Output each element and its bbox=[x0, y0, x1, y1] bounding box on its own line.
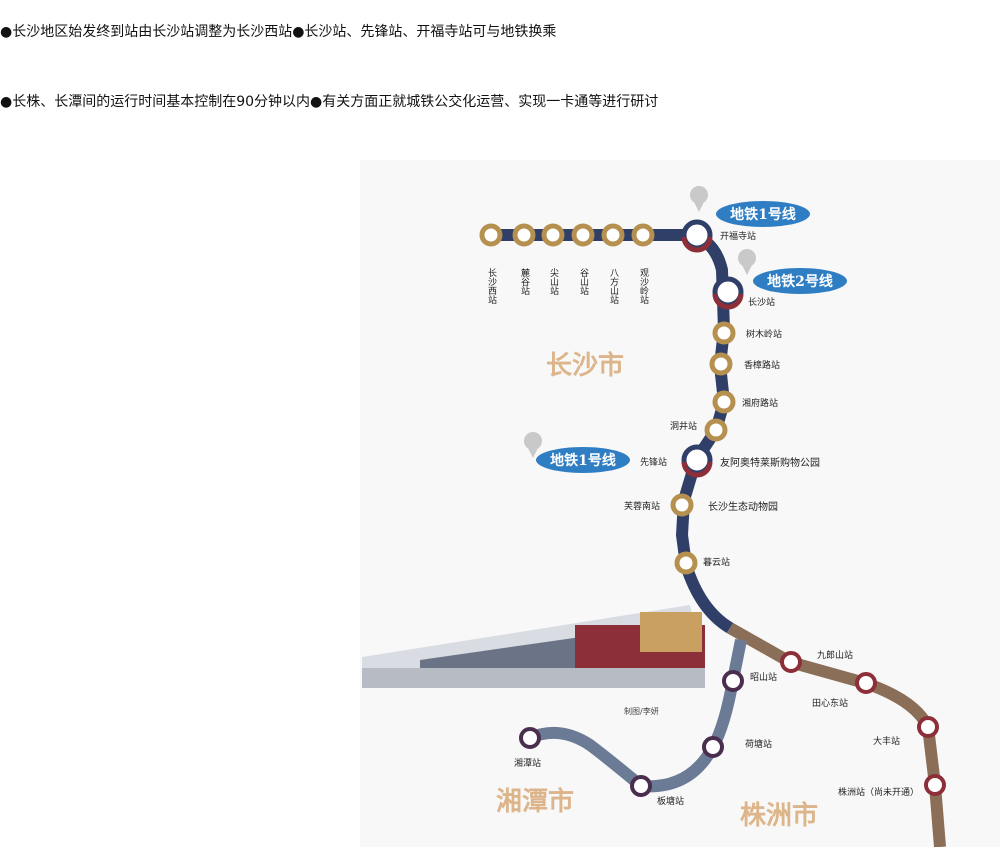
metro-pin-xianfeng bbox=[524, 432, 542, 458]
metro-tag-kaifusi: 地铁1号线 bbox=[716, 201, 810, 227]
station-label-tianxin-east: 田心东站 bbox=[812, 697, 848, 709]
svg-text:地铁1号线: 地铁1号线 bbox=[550, 452, 616, 469]
station-label-xiangzhang: 香樟路站 bbox=[744, 359, 780, 371]
station-dots-branches bbox=[519, 651, 946, 797]
transfer-station-changsha bbox=[712, 276, 744, 310]
station-label-guanshaling: 观沙岭站 bbox=[638, 268, 649, 305]
station-label-muyun: 暮云站 bbox=[703, 556, 730, 568]
station-label-bantang: 板塘站 bbox=[657, 795, 684, 807]
station-label-jianshan: 尖山站 bbox=[548, 267, 559, 296]
station-dots-top-row bbox=[479, 223, 655, 247]
station-label-xiangtan: 湘潭站 bbox=[514, 757, 541, 769]
metro-tag-xianfeng: 地铁1号线 bbox=[536, 447, 630, 473]
station-label-bafangshan: 八方山站 bbox=[608, 268, 619, 305]
station-label-lugu: 麓谷站 bbox=[519, 267, 530, 296]
station-label-gushan: 谷山站 bbox=[578, 268, 589, 296]
station-label-furong-south: 芙蓉南站 bbox=[624, 500, 660, 512]
headline-travel-time: ●长株、长潭间的运行时间基本控制在90分钟以内●有关方面正就城铁公交化运营、实现… bbox=[0, 94, 659, 110]
svg-text:地铁1号线: 地铁1号线 bbox=[730, 206, 796, 223]
station-label-xianfeng: 先锋站 bbox=[640, 456, 667, 468]
station-label-shumuling: 树木岭站 bbox=[746, 328, 782, 340]
station-label-changsha-west: 长沙西站 bbox=[486, 267, 497, 305]
station-label-zhaoshan: 昭山站 bbox=[750, 671, 777, 683]
station-label-changsha: 长沙站 bbox=[748, 296, 775, 308]
metro-pin-kaifusi bbox=[690, 186, 708, 212]
station-label-xiangfu: 湘府路站 bbox=[742, 397, 778, 409]
station-label-dongjing: 洞井站 bbox=[670, 420, 697, 432]
transfer-station-kaifusi bbox=[681, 219, 713, 253]
landmark-zoo: 长沙生态动物园 bbox=[708, 500, 778, 513]
station-label-dafeng: 大丰站 bbox=[873, 735, 900, 747]
train-photo bbox=[362, 605, 705, 688]
city-label-zhuzhou: 株洲市 bbox=[740, 800, 818, 831]
station-label-hetang: 荷塘站 bbox=[745, 738, 772, 750]
metro-tag-changsha: 地铁2号线 bbox=[753, 268, 847, 294]
transfer-station-xianfeng bbox=[681, 444, 713, 478]
city-label-xiangtan: 湘潭市 bbox=[496, 786, 574, 817]
headline-transfer-info: ●长沙地区始发终到站由长沙站调整为长沙西站●长沙站、先锋站、开福寺站可与地铁换乘 bbox=[0, 24, 557, 40]
map-credit: 制图/李妍 bbox=[624, 706, 659, 716]
station-label-kaifusi: 开福寺站 bbox=[720, 230, 756, 242]
city-label-changsha: 长沙市 bbox=[546, 350, 624, 381]
svg-text:地铁2号线: 地铁2号线 bbox=[767, 273, 833, 290]
metro-pin-changsha bbox=[738, 249, 756, 275]
station-dots-trunk bbox=[670, 321, 736, 575]
station-label-jiulangshan: 九郎山站 bbox=[817, 649, 853, 661]
station-label-zhuzhou: 株洲站（尚未开通） bbox=[838, 786, 919, 798]
landmark-outlets: 友阿奥特莱斯购物公园 bbox=[720, 456, 820, 469]
